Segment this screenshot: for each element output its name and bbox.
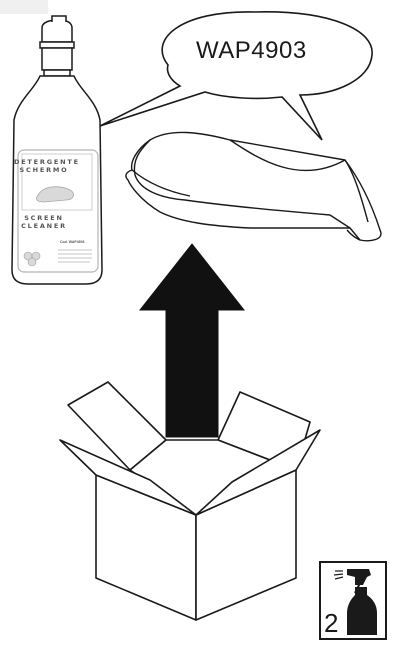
bottle-label-subtitle-line-2: CLEANER: [14, 222, 74, 230]
bottle-pump: [42, 48, 72, 70]
speech-bubble: [100, 12, 372, 140]
quantity-badge: 2: [319, 561, 387, 640]
bottle-collar: [40, 42, 74, 48]
quantity-count: 2: [324, 608, 338, 638]
speech-bubble-text: WAP4903: [196, 37, 307, 65]
bottle-label-code: Cod. WAP4903: [60, 240, 85, 244]
spray-bottle: [12, 16, 102, 284]
bottle-label-title-line-2: SCHERMO: [14, 166, 74, 174]
bottle-cap: [42, 20, 72, 42]
open-box-icon: [60, 382, 320, 620]
cleaning-cloth-icon: [126, 132, 381, 240]
bottle-label-subtitle-line-1: SCREEN: [14, 214, 74, 222]
bottle-label-title: DETERGENTE SCHERMO: [14, 158, 74, 174]
speech-bubble-outline: [100, 12, 372, 140]
bottle-label-subtitle: SCREEN CLEANER: [14, 214, 74, 230]
bottle-label-title-line-1: DETERGENTE: [14, 158, 74, 166]
